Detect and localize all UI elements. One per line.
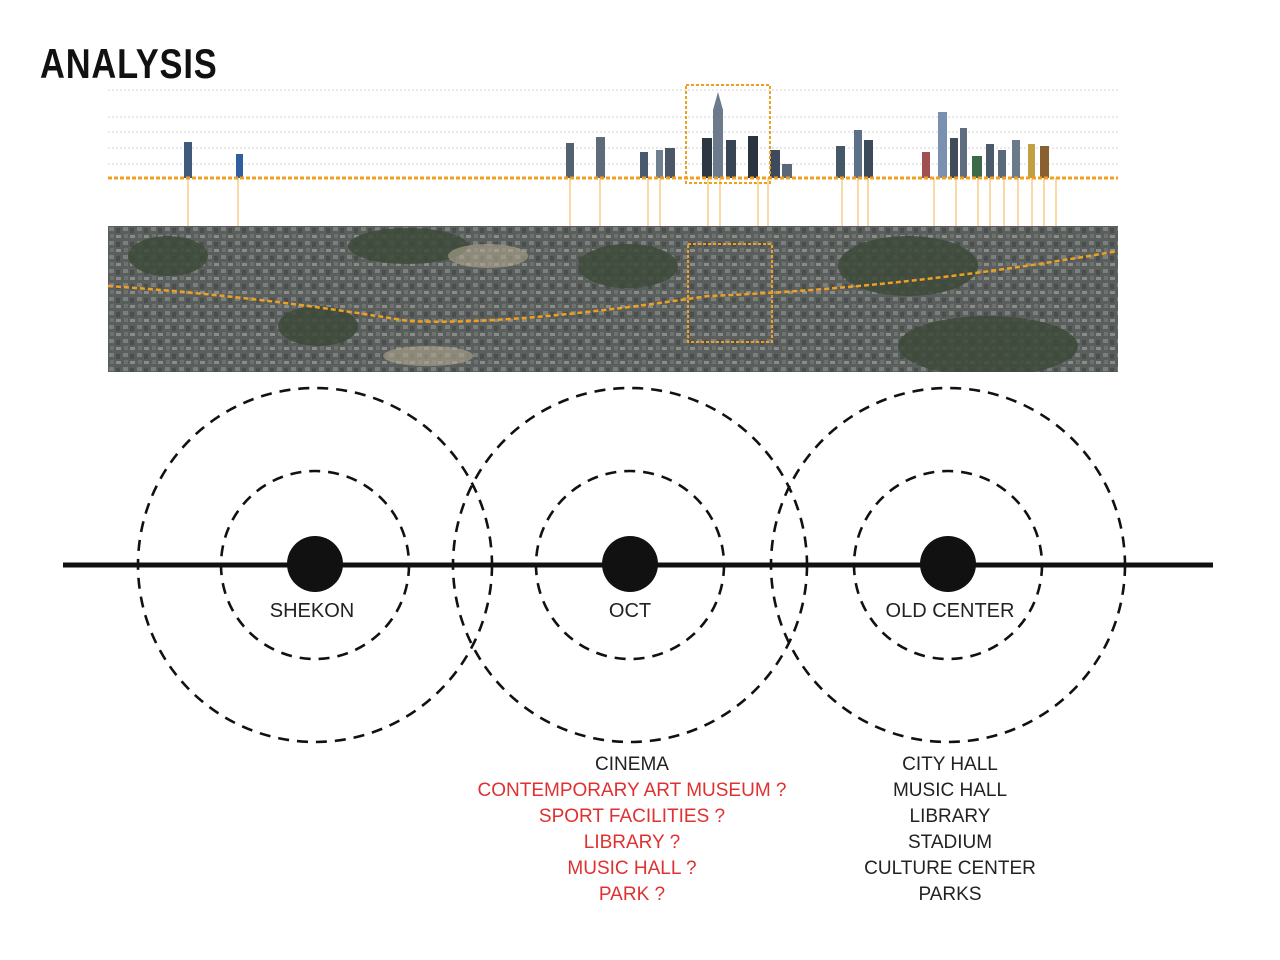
old-center-label: OLD CENTER bbox=[885, 600, 1015, 622]
page-title: ANALYSIS bbox=[40, 40, 218, 87]
aerial-map-strip bbox=[108, 226, 1118, 372]
old-center-item: LIBRARY bbox=[909, 806, 991, 827]
oct-proposed-item: LIBRARY ? bbox=[583, 832, 681, 853]
oct-node bbox=[602, 536, 658, 592]
oct-proposed-item: SPORT FACILITIES ? bbox=[538, 806, 726, 827]
old-center-item: CITY HALL bbox=[902, 754, 998, 775]
old-center-item: CULTURE CENTER bbox=[864, 858, 1036, 879]
old-center-item: MUSIC HALL bbox=[892, 780, 1008, 801]
old-center-program-list: CITY HALL MUSIC HALL LIBRARY STADIUM CUL… bbox=[780, 752, 1120, 908]
shekon-label: SHEKON bbox=[269, 600, 355, 622]
old-center-item: PARKS bbox=[918, 884, 982, 905]
oct-existing-item: CINEMA bbox=[595, 754, 669, 775]
shekon-node bbox=[287, 536, 343, 592]
oct-proposed-item: MUSIC HALL ? bbox=[567, 858, 697, 879]
oct-proposed-item: PARK ? bbox=[598, 884, 666, 905]
old-center-node bbox=[920, 536, 976, 592]
old-center-item: STADIUM bbox=[907, 832, 993, 853]
oct-proposed-item: CONTEMPORARY ART MUSEUM ? bbox=[477, 780, 787, 801]
oct-program-list: CINEMA CONTEMPORARY ART MUSEUM ? SPORT F… bbox=[462, 752, 802, 908]
node-diagram bbox=[63, 386, 1213, 744]
oct-label: OCT bbox=[608, 600, 652, 622]
skyline-elevation bbox=[108, 84, 1118, 230]
